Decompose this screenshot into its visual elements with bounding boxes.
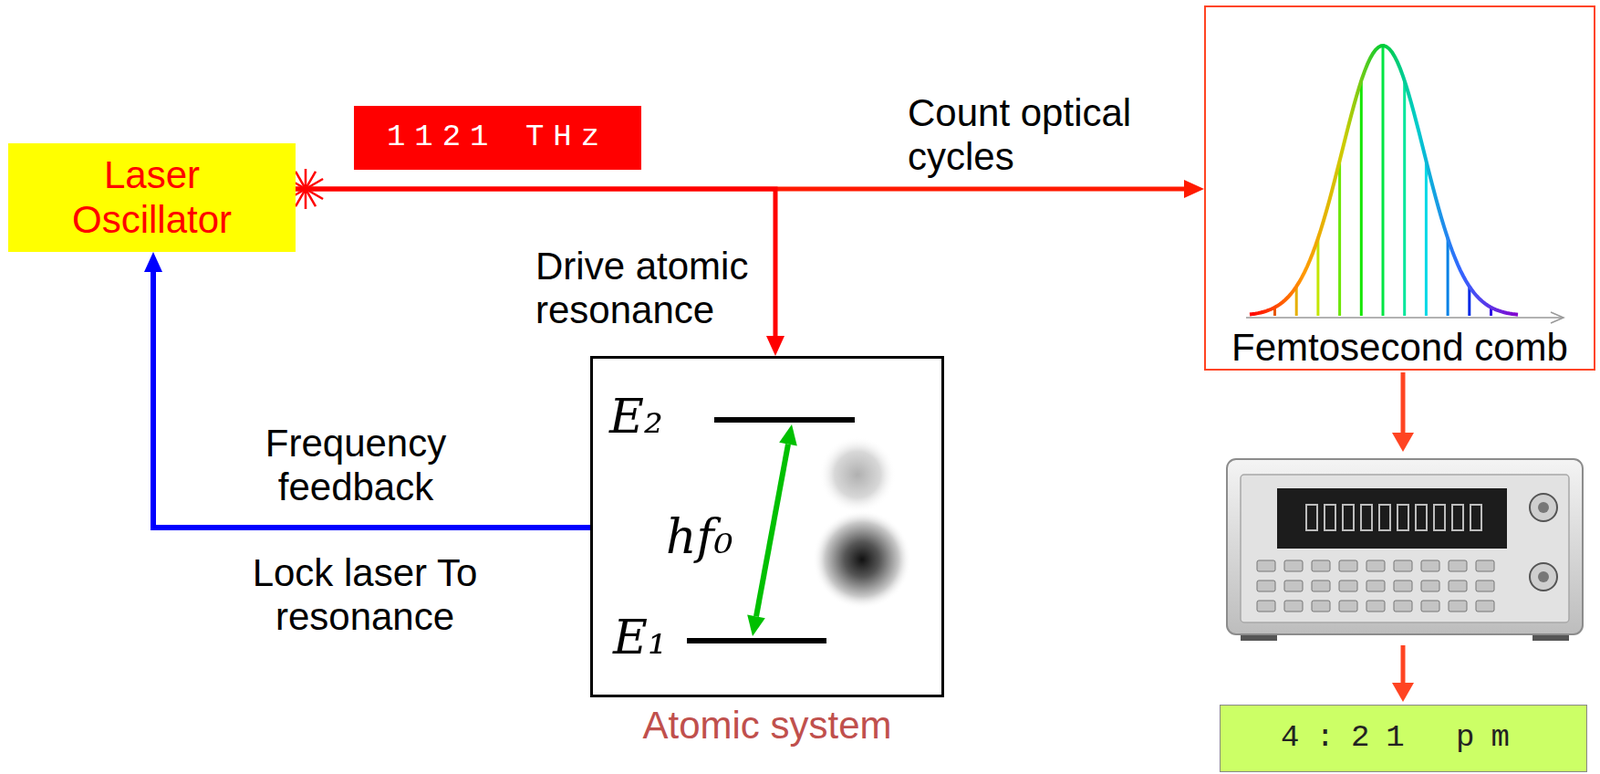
comb-tooth — [1402, 80, 1406, 316]
counter-button — [1311, 580, 1330, 592]
display-digit — [1470, 504, 1482, 530]
counter-button — [1421, 580, 1440, 592]
arrow-head — [1392, 432, 1414, 452]
display-digit — [1415, 504, 1427, 530]
counter-button — [1421, 600, 1440, 612]
energy-label: E₁ — [612, 612, 667, 661]
counter-button — [1284, 560, 1303, 572]
counter-button — [1257, 600, 1276, 612]
axis-line — [1246, 316, 1563, 319]
note-label: Lock laser To resonance — [228, 550, 502, 640]
clock-text: 4:21 pm — [1280, 720, 1527, 755]
counter-button — [1257, 560, 1276, 572]
display-digit — [1324, 504, 1336, 530]
counter-connector — [1537, 571, 1549, 582]
connector — [153, 271, 591, 528]
edge-label: Count optical cycles — [907, 91, 1147, 180]
comb-tooth — [1360, 80, 1363, 316]
photon-energy-label: hf₀ — [665, 512, 734, 561]
counter-button — [1448, 600, 1467, 612]
display-digits — [1306, 504, 1482, 530]
arrow-head — [1392, 682, 1414, 702]
display-digit — [1306, 504, 1318, 530]
counter-button — [1366, 560, 1385, 572]
clock-display: 4:21 pm — [1219, 704, 1588, 772]
display-digit — [1397, 504, 1409, 530]
comb-tooth — [1424, 160, 1428, 316]
flow-line — [1401, 644, 1406, 684]
box-caption: Atomic system — [592, 703, 942, 748]
energy-level — [686, 637, 827, 644]
comb-tooth — [1316, 238, 1320, 316]
counter-button — [1339, 600, 1358, 612]
comb-tooth — [1338, 160, 1341, 316]
arrow-head — [747, 614, 766, 636]
counter-connector — [1537, 501, 1549, 513]
counter-button — [1475, 560, 1495, 572]
counter-button — [1475, 600, 1495, 612]
counter-connector — [1529, 493, 1558, 521]
axis-arrow — [1550, 311, 1564, 323]
counter-button — [1421, 560, 1440, 572]
counter-button — [1257, 580, 1276, 592]
comb-lines — [1249, 45, 1518, 316]
counter-button — [1393, 560, 1413, 572]
counter-button — [1311, 600, 1330, 612]
counter-button — [1393, 600, 1413, 612]
display-digit — [1361, 504, 1372, 530]
counter-button — [1393, 580, 1413, 592]
display-digit — [1433, 504, 1445, 530]
orbital-blob — [812, 509, 912, 609]
frequency-readout: 1121 THz — [353, 105, 642, 170]
counter-display — [1277, 488, 1507, 549]
counter-button — [1366, 580, 1385, 592]
comb-tooth — [1446, 238, 1450, 316]
counter-buttons — [1257, 560, 1495, 612]
energy-level — [714, 416, 855, 423]
counter-button — [1475, 580, 1495, 592]
orbital-blob — [819, 436, 896, 513]
comb-caption: Femtosecond comb — [1205, 326, 1594, 369]
counter-button — [1339, 580, 1358, 592]
display-digit — [1379, 504, 1391, 530]
flow-line — [1401, 372, 1406, 434]
counter-body — [1226, 458, 1583, 634]
counter-connector — [1529, 562, 1558, 591]
counter-button — [1284, 600, 1303, 612]
connector — [295, 188, 776, 336]
comb-box: Femtosecond comb — [1204, 5, 1596, 371]
counter-button — [1448, 560, 1467, 572]
display-digit — [1342, 504, 1354, 530]
counter-button — [1366, 600, 1385, 612]
arrow-head — [779, 424, 798, 446]
transition-arrow — [756, 444, 789, 617]
counter-button — [1448, 580, 1467, 592]
readout-text: 1121 THz — [386, 120, 609, 155]
counter-button — [1311, 560, 1330, 572]
edge-label: Drive atomic resonance — [535, 244, 759, 333]
energy-label: E₂ — [609, 392, 664, 440]
frequency-counter — [1226, 458, 1583, 641]
display-digit — [1452, 504, 1464, 530]
edge-label: Frequency feedback — [250, 421, 461, 510]
counter-button — [1284, 580, 1303, 592]
laser-label: Laser Oscillator — [51, 153, 253, 242]
counter-panel — [1240, 474, 1569, 623]
laser-box: Laser Oscillator — [8, 143, 296, 252]
counter-button — [1339, 560, 1358, 572]
comb-envelope — [1249, 45, 1518, 315]
comb-tooth — [1381, 45, 1385, 316]
